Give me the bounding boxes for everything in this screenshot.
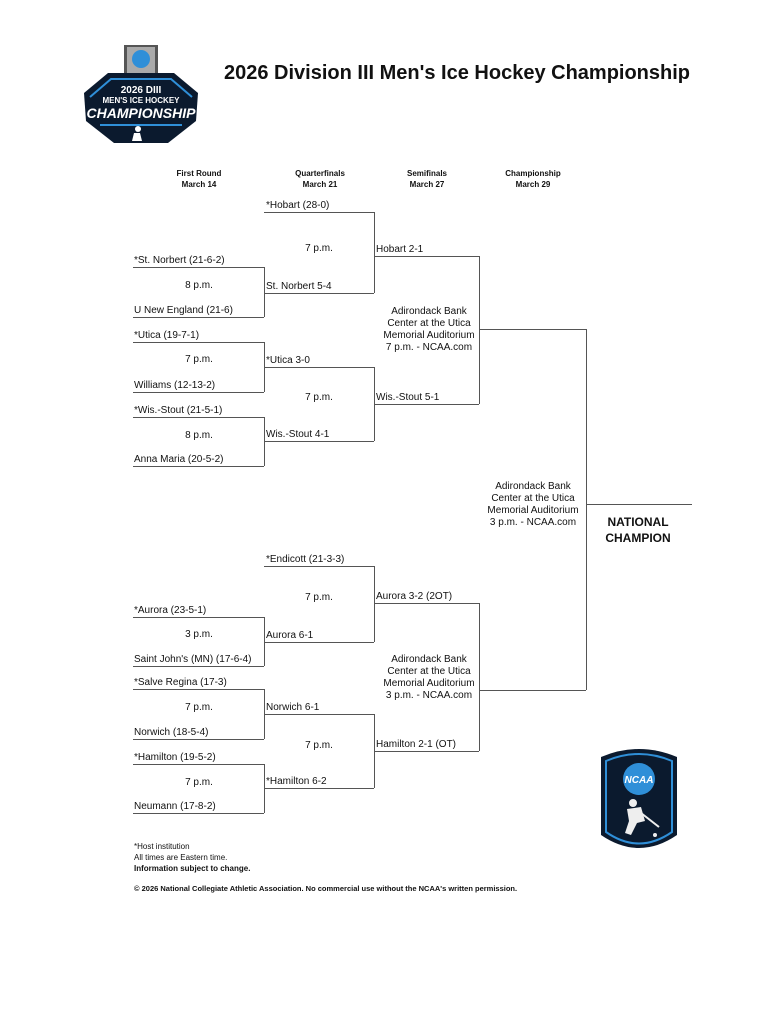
game-time: 7 p.m. bbox=[305, 592, 333, 603]
team-label: *Endicott (21-3-3) bbox=[266, 554, 345, 565]
team-label: Hobart 2-1 bbox=[376, 244, 424, 255]
team-label: *Wis.-Stout (21-5-1) bbox=[134, 405, 223, 416]
team-label: Aurora 6-1 bbox=[266, 630, 314, 641]
game-time: 3 p.m. bbox=[185, 629, 213, 640]
game-time: 7 p.m. bbox=[185, 354, 213, 365]
team-label: U New England (21-6) bbox=[134, 305, 233, 316]
team-label: *Aurora (23-5-1) bbox=[134, 605, 207, 616]
game-time: 7 p.m. bbox=[185, 702, 213, 713]
team-label: Hamilton 2-1 (OT) bbox=[376, 739, 457, 750]
team-label: *Utica (19-7-1) bbox=[134, 330, 200, 341]
team-label: Wis.-Stout 5-1 bbox=[376, 392, 440, 403]
game-time: 7 p.m. bbox=[305, 392, 333, 403]
svg-text:CHAMPIONSHIP: CHAMPIONSHIP bbox=[87, 105, 197, 121]
team-label: Wis.-Stout 4-1 bbox=[266, 429, 330, 440]
team-label: Norwich 6-1 bbox=[266, 702, 320, 713]
page-title: 2026 Division III Men's Ice Hockey Champ… bbox=[224, 62, 691, 84]
game-time: 8 p.m. bbox=[185, 280, 213, 291]
game-time: 7 p.m. bbox=[305, 740, 333, 751]
copyright-notice: © 2026 National Collegiate Athletic Asso… bbox=[134, 884, 518, 893]
game-time: 7 p.m. bbox=[185, 777, 213, 788]
footnotes: *Host institution All times are Eastern … bbox=[134, 842, 251, 873]
game-time: 7 p.m. bbox=[305, 243, 333, 254]
team-label: *Hamilton 6-2 bbox=[266, 776, 327, 787]
team-label: *Hobart (28-0) bbox=[266, 200, 330, 211]
team-label: *Salve Regina (17-3) bbox=[134, 677, 227, 688]
team-label: Williams (12-13-2) bbox=[134, 380, 216, 391]
team-label: Norwich (18-5-4) bbox=[134, 727, 209, 738]
svg-text:2026 DIII: 2026 DIII bbox=[121, 85, 162, 96]
ncaa-hockey-badge: NCAA bbox=[597, 743, 681, 855]
championship-logo: 2026 DIII MEN'S ICE HOCKEY CHAMPIONSHIP bbox=[78, 43, 204, 151]
svg-text:MEN'S ICE HOCKEY: MEN'S ICE HOCKEY bbox=[102, 96, 180, 105]
team-label: *Hamilton (19-5-2) bbox=[134, 752, 216, 763]
game-time: 8 p.m. bbox=[185, 430, 213, 441]
team-label: Saint John's (MN) (17-6-4) bbox=[134, 654, 252, 665]
team-label: St. Norbert 5-4 bbox=[266, 281, 332, 292]
team-label: Neumann (17-8-2) bbox=[134, 801, 216, 812]
team-label: *St. Norbert (21-6-2) bbox=[134, 255, 225, 266]
team-label: Anna Maria (20-5-2) bbox=[134, 454, 224, 465]
team-label: Aurora 3-2 (2OT) bbox=[376, 591, 453, 602]
svg-text:NCAA: NCAA bbox=[625, 775, 654, 786]
team-label: *Utica 3-0 bbox=[266, 355, 310, 366]
